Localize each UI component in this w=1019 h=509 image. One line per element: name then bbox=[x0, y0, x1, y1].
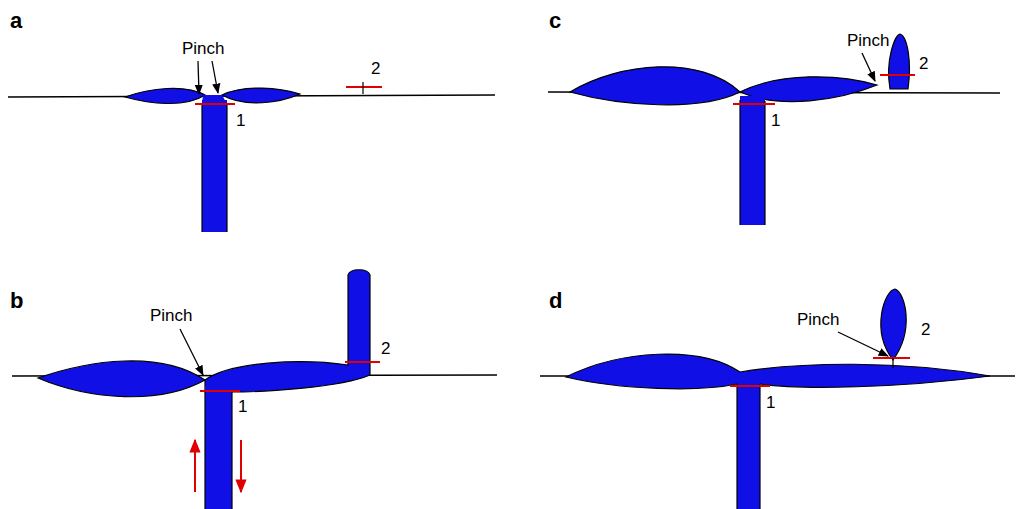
pinch-label: Pinch bbox=[150, 307, 193, 324]
fracture-shape bbox=[570, 34, 909, 225]
fracture-shape bbox=[125, 88, 300, 232]
callout-number: 1 bbox=[766, 394, 775, 411]
callout-number: 2 bbox=[921, 321, 930, 338]
callout-number: 1 bbox=[771, 112, 780, 129]
section-marker bbox=[195, 75, 915, 391]
pinch-label: Pinch bbox=[182, 40, 225, 57]
panel-letter: a bbox=[10, 10, 22, 32]
ground-line bbox=[8, 92, 1015, 376]
fracture-shape bbox=[38, 270, 370, 509]
fracture-shape bbox=[566, 289, 990, 509]
leader-arrow bbox=[180, 53, 888, 375]
pinch-label: Pinch bbox=[847, 32, 890, 49]
panel-letter: b bbox=[10, 290, 23, 312]
panel-letter: c bbox=[549, 10, 561, 32]
callout-number: 2 bbox=[371, 60, 380, 77]
callout-number: 2 bbox=[381, 340, 390, 357]
tick-mark bbox=[363, 82, 893, 368]
callout-number: 1 bbox=[238, 398, 247, 415]
callout-number: 2 bbox=[919, 55, 928, 72]
callout-number: 1 bbox=[236, 112, 245, 129]
pinch-label: Pinch bbox=[797, 311, 840, 328]
flow-arrow bbox=[195, 440, 241, 492]
panel-letter: d bbox=[549, 290, 562, 312]
